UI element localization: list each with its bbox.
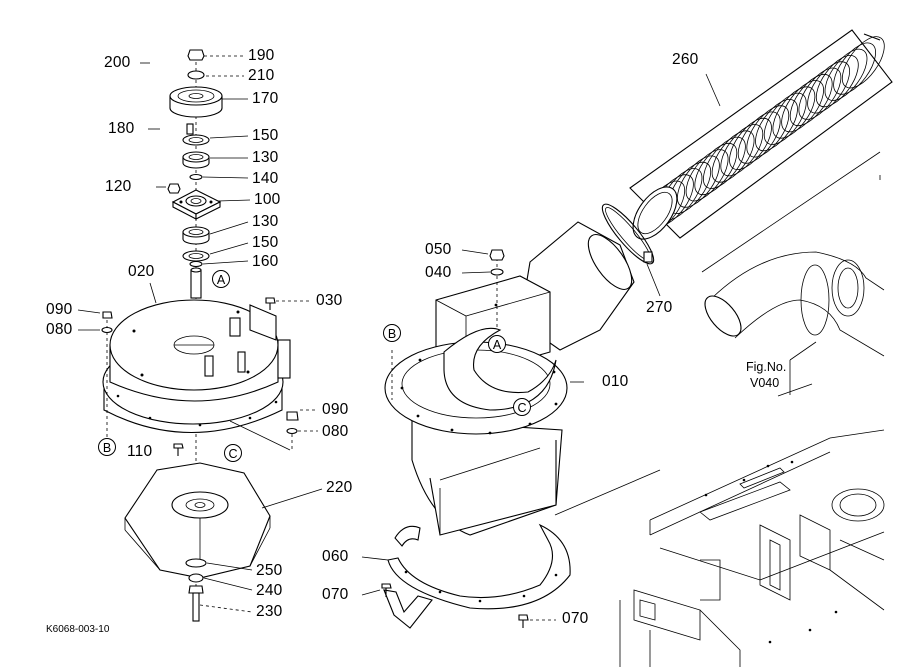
seal-150a-drawing <box>182 134 210 146</box>
washer-250-drawing <box>185 558 207 568</box>
part-label-220: 220 <box>326 479 353 496</box>
part-label-040: 040 <box>425 264 452 281</box>
fan-housing-020-drawing <box>102 299 291 434</box>
hose-rib <box>833 42 876 95</box>
part-label-230: 230 <box>256 603 283 620</box>
bearing-housing-100-drawing <box>171 189 222 220</box>
bolt-090-left <box>102 311 113 440</box>
part-label-250: 250 <box>256 562 283 579</box>
part-label-200: 200 <box>104 54 131 71</box>
clamp-270-drawing <box>601 203 655 265</box>
nut-190-drawing <box>187 49 205 61</box>
nut-120-drawing <box>167 183 181 194</box>
hose-rib <box>815 55 859 108</box>
part-label-240: 240 <box>256 582 283 599</box>
reference-view-v040 <box>701 151 885 397</box>
part-label-110: 110 <box>127 443 153 460</box>
chute-010-drawing <box>384 221 635 536</box>
part-label-120: 120 <box>105 178 132 195</box>
nut-050-drawing <box>489 249 505 261</box>
figure-ref-label: Fig.No. <box>746 360 787 374</box>
bolt-070-left-drawing <box>381 583 392 597</box>
bearing-130a-drawing <box>182 151 210 169</box>
bolt-030 <box>265 297 276 310</box>
hose-rib <box>841 36 885 89</box>
leader-lines-left <box>77 55 323 613</box>
part-label-150b: 150 <box>252 234 279 251</box>
lockwasher-240-drawing <box>188 573 204 583</box>
part-label-070-left: 070 <box>322 586 349 603</box>
part-label-050: 050 <box>425 241 452 258</box>
part-label-070-right: 070 <box>562 610 589 627</box>
callout-a-left: A <box>212 270 230 288</box>
part-label-060: 060 <box>322 548 349 565</box>
figure-ref-number: V040 <box>750 376 780 390</box>
part-label-270: 270 <box>646 299 673 316</box>
part-label-030: 030 <box>316 292 343 309</box>
bearing-130b-drawing <box>182 226 210 245</box>
part-label-130a: 130 <box>252 149 279 166</box>
part-label-010: 010 <box>602 373 629 390</box>
part-label-090-left: 090 <box>46 301 73 318</box>
part-label-130b: 130 <box>252 213 279 230</box>
part-label-180: 180 <box>108 120 135 137</box>
leader-lines-middle <box>361 73 721 621</box>
fan-220-drawing <box>124 462 271 579</box>
part-label-170: 170 <box>252 90 279 107</box>
callout-a-middle: A <box>488 335 506 353</box>
drawing-code: K6068-003-10 <box>46 624 110 635</box>
washer-080-left <box>101 326 113 334</box>
machine-frame-drawing <box>554 429 885 667</box>
bolt-230-drawing <box>188 585 204 622</box>
part-label-080-right: 080 <box>322 423 349 440</box>
pulley-170-drawing <box>169 86 223 118</box>
callout-b-left: B <box>98 438 116 456</box>
bolt-110 <box>173 443 184 456</box>
washer-040-drawing <box>490 268 504 276</box>
part-label-210: 210 <box>248 67 275 84</box>
part-label-150a: 150 <box>252 127 279 144</box>
callout-c-middle: C <box>513 398 531 416</box>
part-label-100: 100 <box>254 191 281 208</box>
bolt-070-right-drawing <box>518 614 529 628</box>
part-label-080-left: 080 <box>46 321 73 338</box>
ring-160-drawing <box>189 260 203 268</box>
ring-060-drawing <box>383 523 571 629</box>
callout-b-middle: B <box>383 324 401 342</box>
washer-210-drawing <box>187 70 205 80</box>
part-label-260: 260 <box>672 51 699 68</box>
part-label-090-right: 090 <box>322 401 349 418</box>
part-label-140: 140 <box>252 170 279 187</box>
key-180-drawing <box>186 123 194 135</box>
shaft-drawing <box>190 267 202 299</box>
part-label-190: 190 <box>248 47 275 64</box>
part-label-020: 020 <box>128 263 155 280</box>
bolt-090-right <box>286 411 299 452</box>
part-label-160: 160 <box>252 253 279 270</box>
callout-c-left: C <box>224 444 242 462</box>
hose-rib <box>824 48 868 101</box>
seal-150b-drawing <box>182 250 210 262</box>
hose-260-drawing <box>629 29 893 240</box>
spacer-140-drawing <box>189 173 203 181</box>
